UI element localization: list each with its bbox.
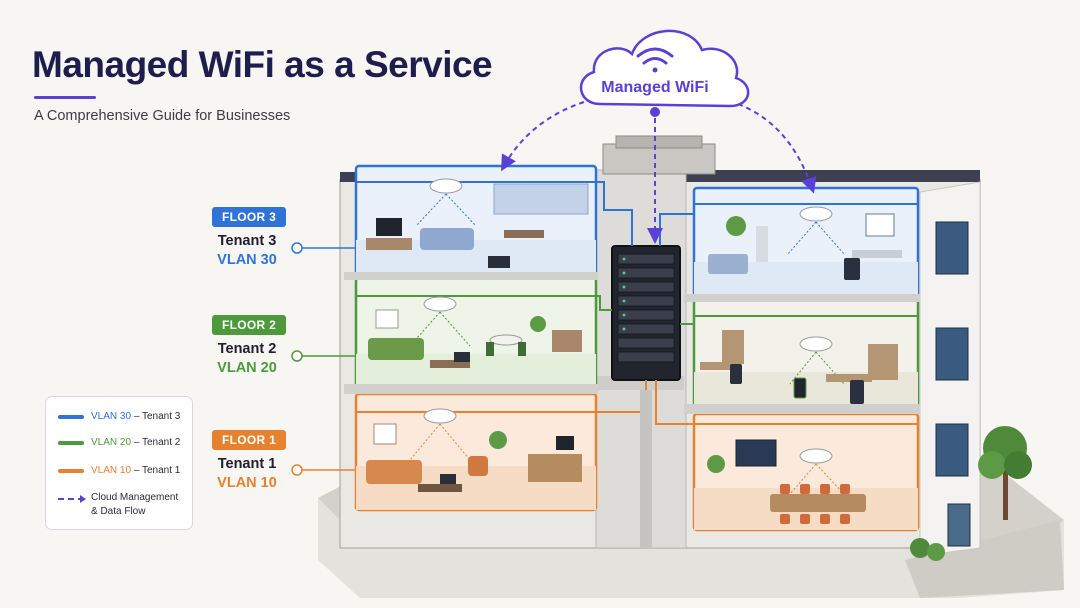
entrance-door [947,503,971,547]
monitor [556,436,574,450]
cloud-shape [579,29,750,108]
page-subtitle: A Comprehensive Guide for Businesses [34,108,291,124]
office-chair [730,364,742,384]
title-underline [34,96,96,99]
sofa [368,338,424,360]
legend-swatch [58,468,84,473]
desk [700,362,740,370]
legend-tenant: – Tenant 1 [133,465,181,476]
flow-arrow-right [737,103,817,194]
reception-desk [528,454,582,482]
plant [489,431,507,449]
vlan30-cable-left [356,181,633,246]
legend-item-flow: Cloud Management & Data Flow [58,491,178,519]
round-table [489,334,523,346]
laptop [440,474,456,484]
coffee-table [418,484,462,492]
legend-flow-line1: Cloud Management [91,492,179,503]
office-chair [844,258,860,280]
legend-vlan: VLAN 20 [91,437,132,448]
tenant-label-3: Tenant 3 [217,233,277,249]
vlan-label-1: VLAN 10 [217,475,277,491]
bookshelf [722,330,744,364]
sofa [420,228,474,250]
wall-art [373,423,397,445]
kitchen-cabinets [493,183,589,215]
legend-swatch [58,414,84,419]
roof-edge-right [684,170,980,182]
cloud-node [650,107,660,117]
legend-tenant: – Tenant 3 [133,411,181,422]
vlan10-cable-right [655,380,918,425]
riser-conduit [640,390,652,548]
legend-vlan: VLAN 10 [91,465,132,476]
floor-tag-1: FLOOR 1 [212,430,286,450]
sofa [366,460,422,484]
access-point-floor3-left [415,178,477,227]
tablet [793,377,807,399]
plant [726,216,746,236]
page-title: Managed WiFi as a Service [32,44,493,85]
legend-tenant: – Tenant 2 [133,437,181,448]
wall-art [375,309,399,329]
lounge-seat [708,254,748,274]
laptop [454,352,470,362]
vlan-label-3: VLAN 30 [217,252,277,268]
access-point-floor3-right [787,206,845,255]
tv [376,218,402,236]
legend: VLAN 30 – Tenant 3 VLAN 20 – Tenant 2 VL… [45,396,193,530]
bookshelf [756,226,768,262]
laptop [488,256,510,268]
vlan30-cable-right [659,203,918,246]
dining-table [504,230,544,238]
desk [826,374,872,382]
access-point-floor1-right [789,448,845,495]
office-chair [850,380,864,404]
cabinet [552,330,582,352]
legend-item-vlan10: VLAN 10 – Tenant 1 [58,465,180,476]
legend-dash-arrow [58,495,86,503]
armchair [468,456,488,476]
legend-flow-line2: & Data Flow [91,506,146,517]
vlan20-cable-right [680,315,918,325]
access-point-floor2-right [789,336,845,385]
bush [910,538,930,558]
floor-tag-3: FLOOR 3 [212,207,286,227]
window [935,423,969,477]
desk [852,250,902,258]
conference-table [770,494,866,512]
rooftop-unit [602,143,716,175]
window [935,221,969,275]
legend-vlan: VLAN 30 [91,411,132,422]
vlan20-cable-left [356,295,612,311]
vlan-label-2: VLAN 20 [217,360,277,376]
access-point-floor1-left [409,408,471,461]
flow-arrow-left [501,101,585,172]
wall-display [735,439,777,467]
window [935,327,969,381]
tenant-label-1: Tenant 1 [217,456,277,472]
legend-item-vlan20: VLAN 20 – Tenant 2 [58,437,180,448]
floor-tag-2: FLOOR 2 [212,315,286,335]
tenant-label-2: Tenant 2 [217,341,277,357]
cloud-label: Managed WiFi [601,79,709,96]
plant [707,455,725,473]
bookshelf [868,344,898,380]
legend-item-vlan30: VLAN 30 – Tenant 3 [58,411,180,422]
coffee-table [430,360,470,368]
wifi-icon [636,47,674,73]
plant [530,316,546,332]
legend-swatch [58,440,84,445]
wall-chart [865,213,895,237]
